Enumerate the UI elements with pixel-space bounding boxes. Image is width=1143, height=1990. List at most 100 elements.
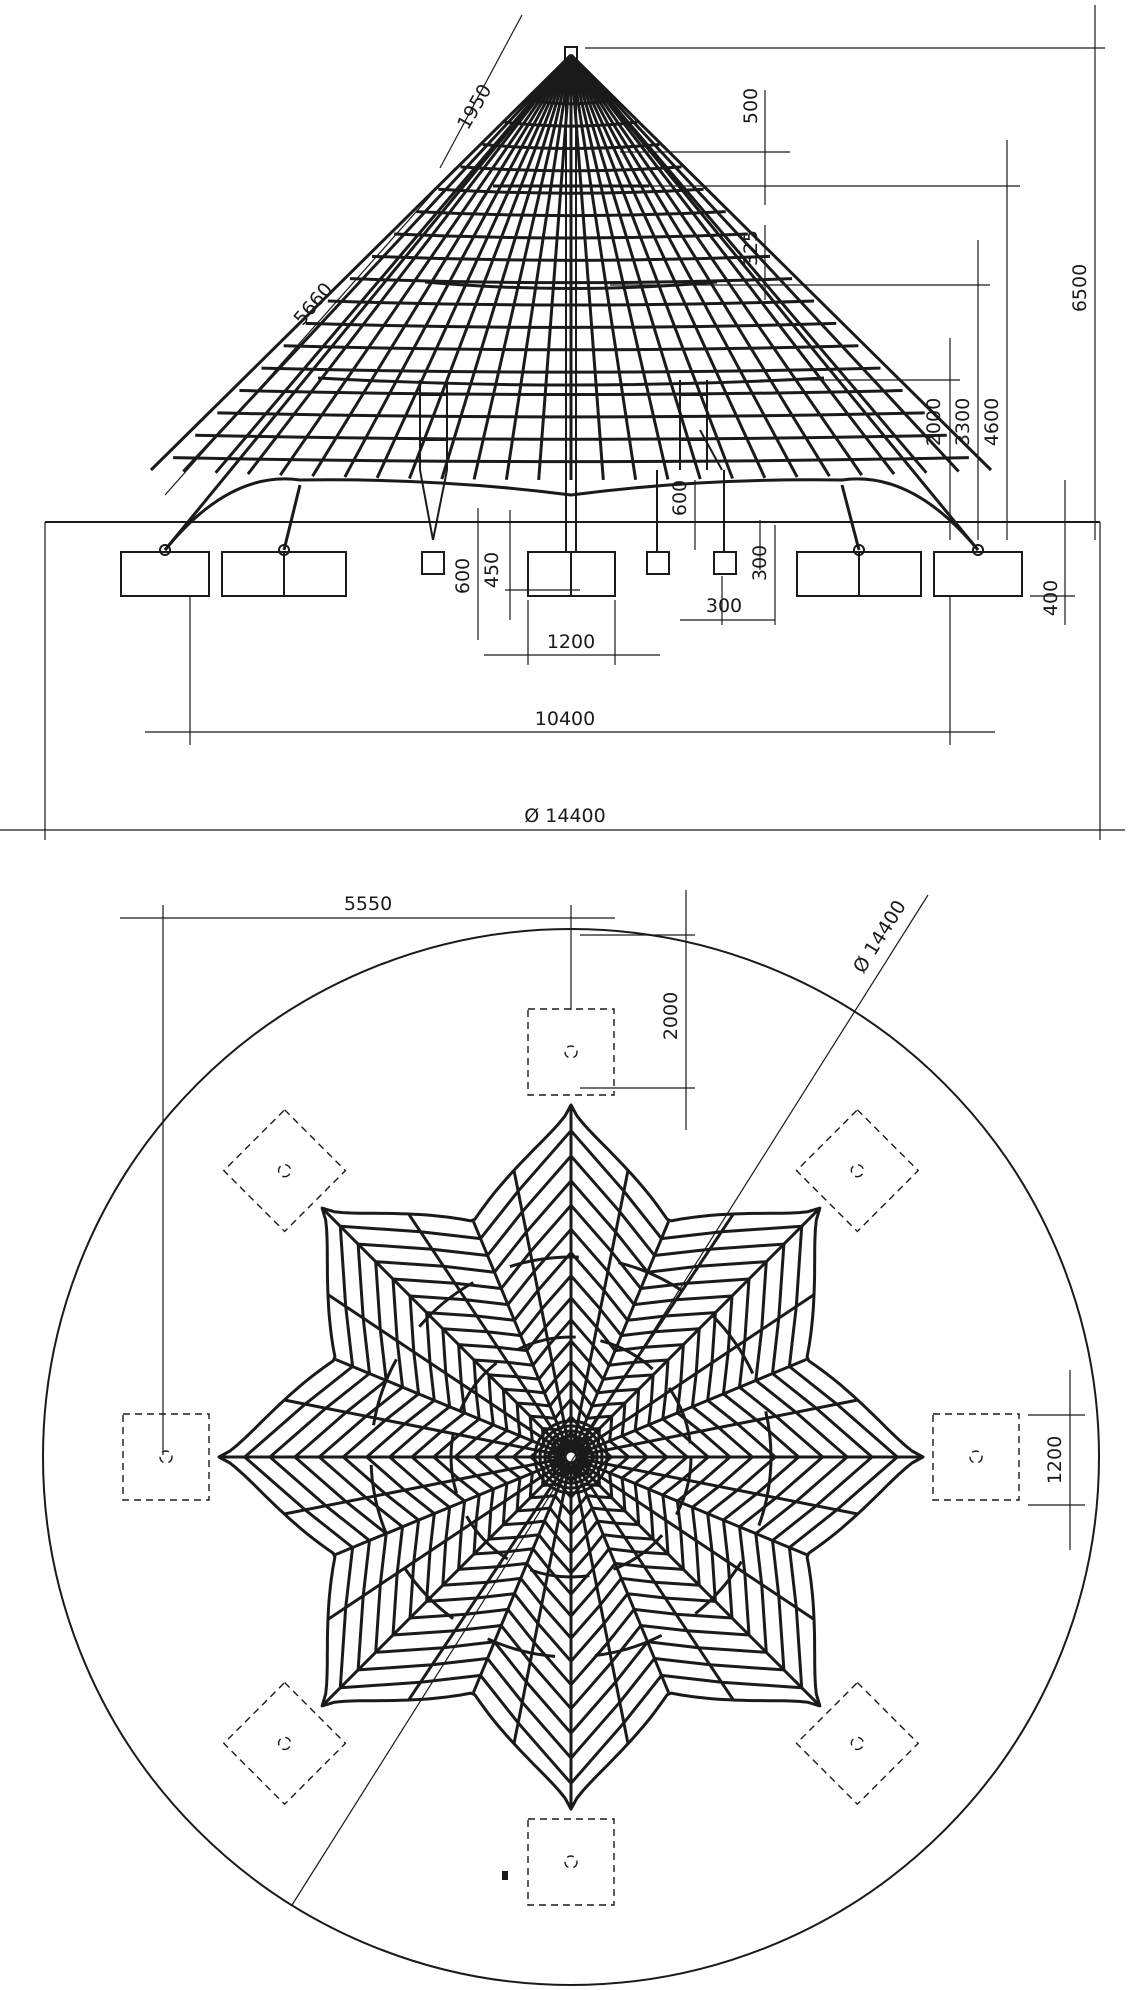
plan-foundation-block [122,1413,210,1501]
web-ring [453,1339,689,1575]
net-ring [460,165,682,173]
dim-4600: 4600 [981,398,1003,446]
dim-mid-seg: 325 [740,230,762,266]
dim-span-10400: 10400 [535,708,595,730]
net-platform-ring [317,376,825,387]
net-ring [217,411,925,419]
net-ring [416,210,726,218]
dim-block-300: 300 [749,545,771,581]
web-ring [545,1431,597,1483]
foundation-block [933,551,1023,597]
plan-foundation-blocks [122,1008,1020,1906]
anchor-point [159,1450,173,1464]
plan-foundation-block [527,1008,615,1096]
dim-top-seg: 500 [740,88,762,124]
net-rib [569,54,831,477]
web-hub-ring [543,1429,599,1485]
net-rib [569,53,993,472]
web-ring [493,1379,649,1535]
net-rib [214,54,573,474]
anchor-point [850,1163,865,1178]
web-ring [410,1297,732,1618]
web-ring [293,1179,849,1735]
plan-view: 5550 2000 1200 Ø 14400 [42,890,1100,1986]
net-ring [283,344,859,352]
net-ring [371,254,771,262]
anchor-point [277,1736,292,1751]
dim-3300: 3300 [952,398,974,446]
foundation-blocks [120,544,1023,597]
dim-width-1200: 1200 [547,631,595,653]
anchor-point [564,1045,578,1059]
net-ring [261,366,881,374]
web-hub-ring [553,1439,589,1475]
anchor-point [564,1855,578,1869]
net-ring [394,232,748,240]
dim-post-600: 600 [669,480,691,516]
dim-6500: 6500 [1069,264,1091,312]
plan-foundation-block [932,1413,1020,1501]
dim-block-400: 400 [1040,580,1062,616]
net-rib [278,54,573,477]
net-rib [569,54,928,474]
dim-slant-lower: 5660 [289,279,337,330]
anchor-rope [840,484,861,551]
net-ring [526,98,616,106]
post-foot [713,551,737,575]
plan-foundation-block [527,1818,615,1906]
net-ring [504,120,638,128]
web-ring [511,1398,631,1517]
net-rib [311,54,573,477]
inner-frame-left [419,380,448,541]
spider-web-net [217,1103,925,1811]
web-ring [365,1251,777,1663]
anchor-point [850,1736,865,1751]
plan-dimension-lines [120,890,1085,1906]
web-platform-ring [369,1255,773,1659]
net-ring [239,389,903,397]
dim-diameter-elevation: Ø 14400 [524,805,605,827]
elevation-view: 1950 5660 500 325 2000 3300 4600 6500 60… [0,5,1125,840]
web-ring [341,1228,801,1687]
post-foot [421,551,445,575]
pyramid-net-elevation [149,53,993,551]
post-foot [646,551,670,575]
net-rib [569,54,799,478]
web-platform-ring [449,1335,693,1579]
web-ring [473,1360,669,1555]
net-rib [149,53,573,472]
net-ring [305,321,837,329]
net-ring [438,187,704,195]
web-ring [268,1155,874,1760]
net-bottom-edge [163,477,980,551]
web-ring [432,1318,710,1596]
net-ring [327,299,815,307]
web-hub-ring [548,1434,594,1480]
dim-block-600: 600 [452,558,474,594]
dim-block-1200: 1200 [1044,1436,1066,1484]
net-ring [173,456,969,464]
inner-frame-right [679,380,723,471]
elevation-dimension-lines [0,5,1125,840]
net-rib [569,54,864,477]
web-ring [388,1274,754,1640]
web-hub-ring [558,1444,584,1470]
web-hub-ring [538,1424,604,1490]
net-ring [482,142,660,150]
marker-square [502,1871,508,1880]
web-hub-ring [533,1419,609,1495]
net-ring [548,75,594,83]
net-ring [195,433,947,441]
anchor-rope [282,484,302,551]
anchor-point [969,1450,983,1464]
dim-offset-5550: 5550 [344,893,392,915]
anchor-point [277,1163,292,1178]
dim-2000: 2000 [923,398,945,446]
net-ring [349,277,793,285]
foundation-block [120,551,210,597]
web-ring [243,1129,899,1785]
dim-slant-upper: 1950 [453,81,496,134]
dim-small-300: 300 [706,595,742,617]
dim-offset-2000: 2000 [660,992,682,1040]
